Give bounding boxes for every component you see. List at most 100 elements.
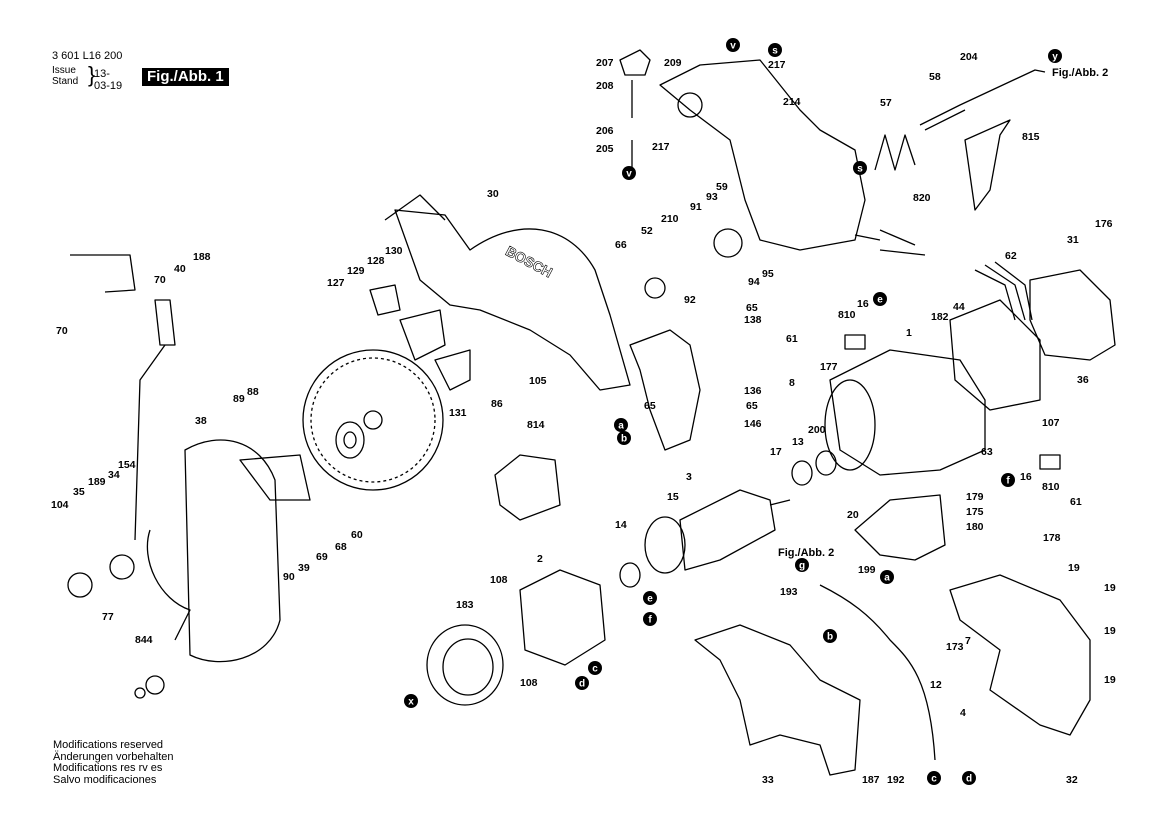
part-label-182: 182 xyxy=(931,311,949,323)
part-label-189: 189 xyxy=(88,476,106,488)
part-label-154: 154 xyxy=(118,459,136,471)
switch-housing xyxy=(854,494,946,561)
svg-text:b: b xyxy=(827,632,833,643)
washer-35 xyxy=(67,572,93,598)
issue-stand-label: Issue Stand xyxy=(52,65,78,87)
svg-text:b: b xyxy=(621,434,627,445)
part-label-176: 176 xyxy=(1095,218,1113,230)
part-label-33: 33 xyxy=(762,774,774,786)
connector-marker-s: s xyxy=(768,43,782,57)
note-line: Salvo modificaciones xyxy=(53,773,157,786)
svg-text:g: g xyxy=(799,561,805,572)
svg-text:a: a xyxy=(884,573,890,584)
brush-holder-right xyxy=(1039,454,1061,470)
part-label-810: 810 xyxy=(838,309,856,321)
part-label-69: 69 xyxy=(316,551,328,563)
svg-text:v: v xyxy=(730,41,736,52)
part-label-104: 104 xyxy=(51,499,69,511)
ring-200 xyxy=(815,450,837,476)
part-label-61: 61 xyxy=(1070,496,1082,508)
saw-blade-outline xyxy=(302,349,444,491)
rail-shaft-lower xyxy=(924,109,966,131)
part-drawings xyxy=(67,49,1116,776)
part-label-138: 138 xyxy=(744,314,762,326)
svg-text:f: f xyxy=(1006,476,1010,487)
fan-ring xyxy=(426,624,504,706)
part-label-65: 65 xyxy=(746,400,758,412)
part-label-12: 12 xyxy=(930,679,942,691)
part-label-3: 3 xyxy=(686,471,692,483)
part-label-810: 810 xyxy=(1042,481,1060,493)
connector-marker-a: a xyxy=(614,418,628,432)
rail-shaft xyxy=(919,69,1046,126)
part-label-177: 177 xyxy=(820,361,838,373)
part-label-90: 90 xyxy=(283,571,295,583)
washer-844 xyxy=(134,687,146,699)
figure-label: Fig./Abb. 1 xyxy=(142,68,229,86)
part-label-136: 136 xyxy=(744,385,762,397)
part-label-16: 16 xyxy=(1020,471,1032,483)
part-label-214: 214 xyxy=(783,96,801,108)
part-label-188: 188 xyxy=(193,251,211,263)
clamp-lever xyxy=(964,119,1011,211)
swivel-arm xyxy=(659,59,866,251)
guard-plate xyxy=(239,454,311,501)
svg-text:e: e xyxy=(647,594,653,605)
part-label-206: 206 xyxy=(596,125,614,137)
part-label-217: 217 xyxy=(652,141,670,153)
part-label-217: 217 xyxy=(768,59,786,71)
connector-marker-f: f xyxy=(643,612,657,626)
part-label-40: 40 xyxy=(174,263,186,275)
pins-820 xyxy=(854,229,926,256)
guard-linkage xyxy=(146,529,191,641)
part-label-66: 66 xyxy=(615,239,627,251)
guard-clip-128 xyxy=(369,284,401,316)
part-label-35: 35 xyxy=(73,486,85,498)
part-label-210: 210 xyxy=(661,213,679,225)
saw-blade-teeth xyxy=(310,357,436,483)
connector-marker-v: v xyxy=(622,166,636,180)
part-label-130: 130 xyxy=(385,245,403,257)
part-label-86: 86 xyxy=(491,398,503,410)
part-label-16: 16 xyxy=(857,298,869,310)
part-label-32: 32 xyxy=(1066,774,1078,786)
part-label-19: 19 xyxy=(1104,674,1116,686)
connector-marker-a: a xyxy=(880,570,894,584)
part-number: 3 601 L16 200 xyxy=(52,50,123,62)
flange-washer-bore xyxy=(343,431,357,449)
connector-marker-c: c xyxy=(588,661,602,675)
part-label-93: 93 xyxy=(706,191,718,203)
upper-blade-guard xyxy=(394,209,631,391)
saw-blade-bore xyxy=(363,410,383,430)
part-label-89: 89 xyxy=(233,393,245,405)
part-label-52: 52 xyxy=(641,225,653,237)
part-label-58: 58 xyxy=(929,71,941,83)
part-label-127: 127 xyxy=(327,277,345,289)
svg-text:x: x xyxy=(408,697,414,708)
part-label-844: 844 xyxy=(135,634,153,646)
part-label-193: 193 xyxy=(780,586,798,598)
part-label-204: 204 xyxy=(960,51,978,63)
part-labels-layer: 1234781213141516161719191919203031323334… xyxy=(51,51,1116,786)
part-label-20: 20 xyxy=(847,509,859,521)
part-label-57: 57 xyxy=(880,97,892,109)
part-label-7: 7 xyxy=(965,635,971,647)
part-label-15: 15 xyxy=(667,491,679,503)
ring-34 xyxy=(109,554,135,580)
part-label-180: 180 xyxy=(966,521,984,533)
part-label-36: 36 xyxy=(1077,374,1089,386)
part-label-59: 59 xyxy=(716,181,728,193)
part-label-178: 178 xyxy=(1043,532,1061,544)
connector-marker-e: e xyxy=(643,591,657,605)
part-label-14: 14 xyxy=(615,519,627,531)
guard-cover-130 xyxy=(399,309,446,361)
svg-text:d: d xyxy=(966,774,972,785)
connector-marker-e: e xyxy=(873,292,887,306)
bracket-814 xyxy=(494,454,561,521)
part-label-70: 70 xyxy=(154,274,166,286)
part-label-192: 192 xyxy=(887,774,905,786)
svg-text:v: v xyxy=(626,169,632,180)
connector-marker-b: b xyxy=(823,629,837,643)
part-label-38: 38 xyxy=(195,415,207,427)
